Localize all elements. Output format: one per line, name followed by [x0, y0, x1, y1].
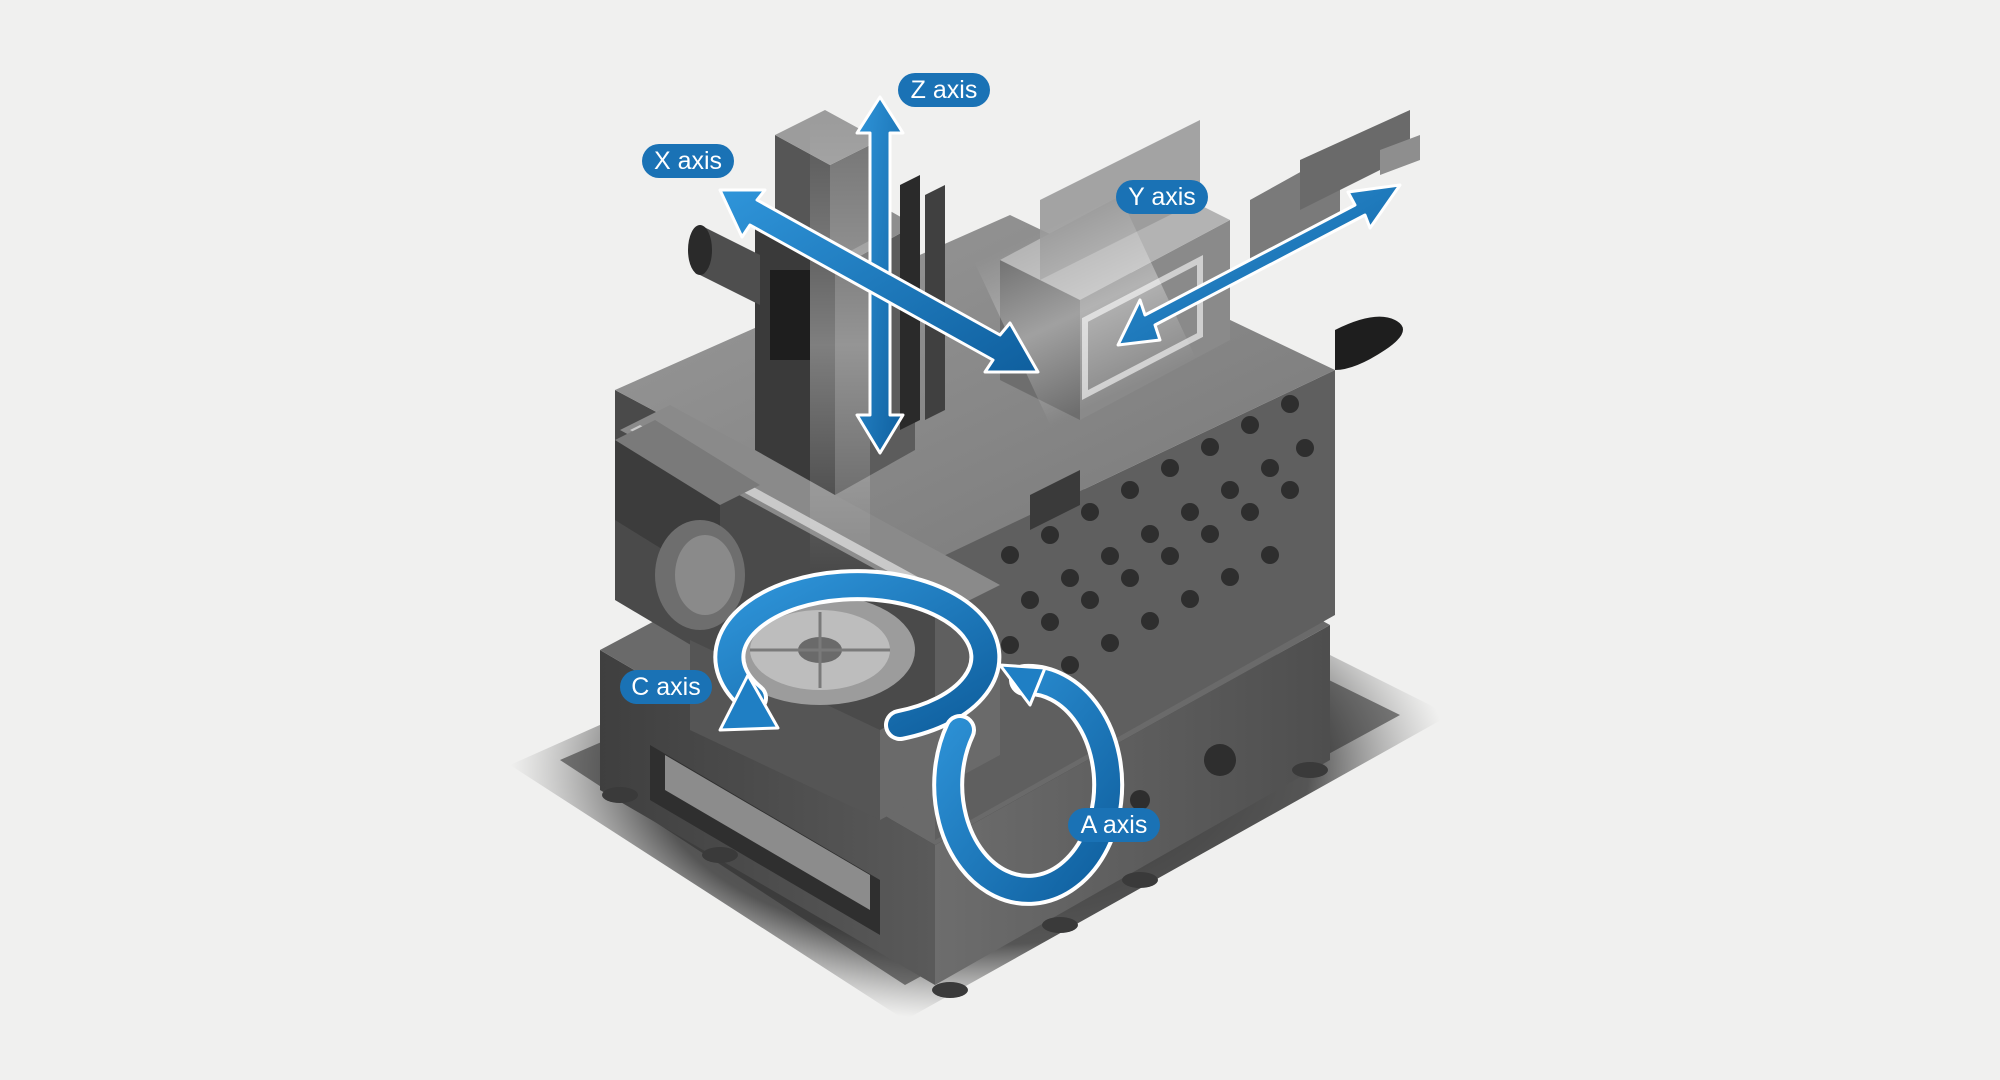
c-axis-rotation-arrow	[713, 569, 1002, 741]
c-axis-label-text: C axis	[631, 673, 700, 701]
cable-chain	[1335, 316, 1403, 370]
a-axis-label: A axis	[1068, 808, 1160, 842]
a-axis-rotation-arrow	[932, 663, 1125, 906]
axis-arrows	[713, 95, 1402, 906]
y-axis-arrow	[1116, 183, 1402, 347]
machine-body	[600, 110, 1420, 998]
z-axis-label: Z axis	[898, 73, 990, 107]
x-axis-arrow	[718, 188, 1040, 374]
z-axis-label-text: Z axis	[911, 76, 978, 104]
x-axis-label: X axis	[642, 144, 734, 178]
y-axis-label-text: Y axis	[1128, 183, 1196, 211]
machine-feet	[602, 762, 1328, 998]
c-axis-label: C axis	[620, 670, 712, 704]
column-holes	[1001, 395, 1314, 810]
a-axis-label-text: A axis	[1081, 811, 1148, 839]
y-axis-label: Y axis	[1116, 180, 1208, 214]
x-axis-label-text: X axis	[654, 147, 722, 175]
